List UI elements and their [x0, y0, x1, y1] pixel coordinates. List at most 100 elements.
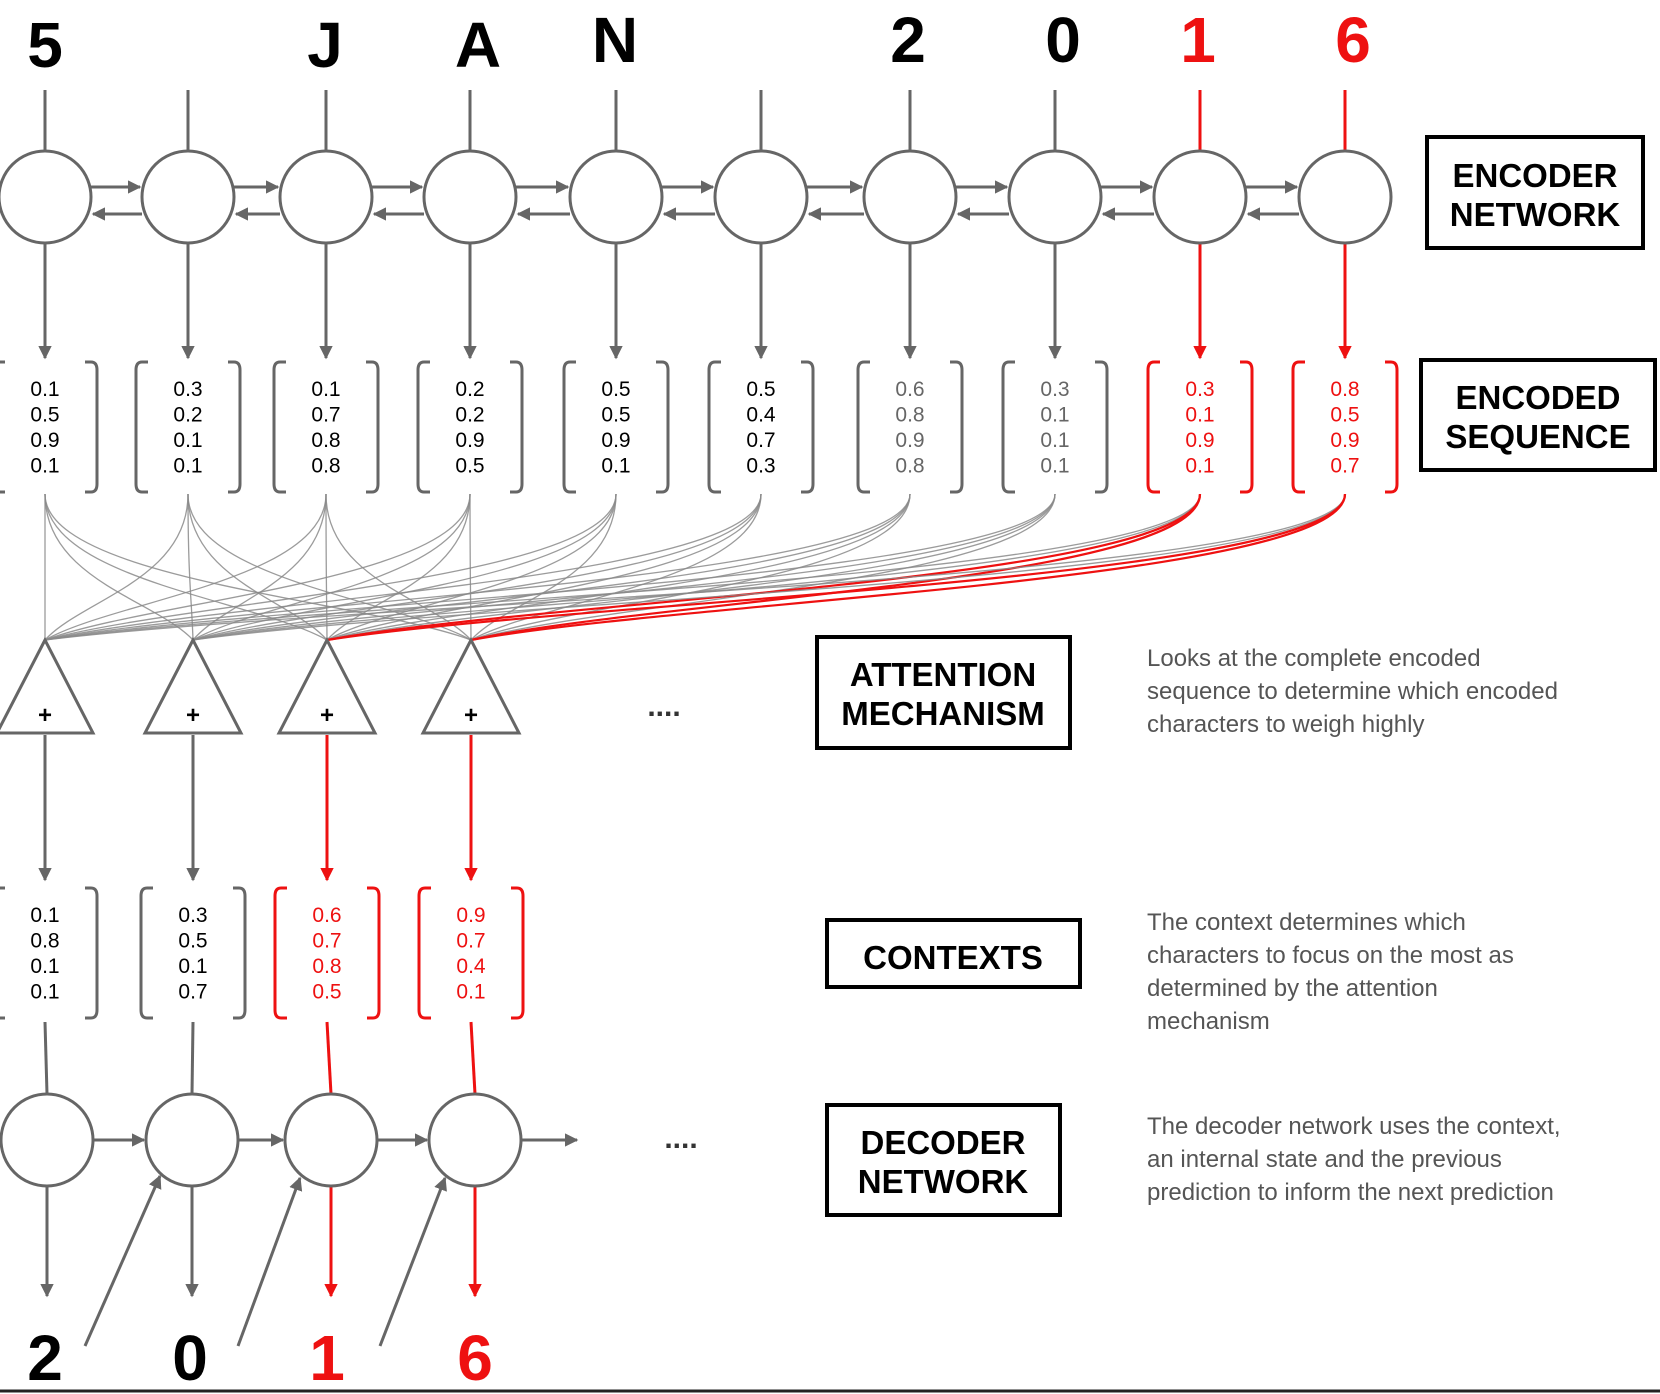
attention-connection	[326, 493, 471, 641]
vector-value: 0.5	[312, 981, 341, 1004]
vector-value: 0.7	[746, 429, 775, 452]
attention-node	[0, 636, 96, 735]
output-sequence: 2 0 1 6	[27, 1322, 493, 1394]
svg-text:NETWORK: NETWORK	[858, 1163, 1029, 1200]
encoded-vector: 0.30.10.10.1	[1001, 360, 1109, 494]
decoder-node	[427, 1092, 523, 1188]
attention-connection	[470, 493, 1347, 642]
bracket-right	[510, 360, 524, 494]
bracket-left	[272, 360, 286, 494]
attention-connection	[326, 493, 1347, 642]
vector-value: 0.2	[455, 378, 484, 401]
bracket-left	[707, 360, 721, 494]
bracket-right	[511, 886, 525, 1020]
svg-text:CONTEXTS: CONTEXTS	[863, 939, 1043, 976]
vector-value: 0.1	[173, 429, 202, 452]
bracket-left	[1291, 360, 1305, 494]
vector-value: 0.4	[456, 955, 486, 978]
svg-text:Looks at the complete encoded: Looks at the complete encoded	[1147, 645, 1481, 672]
svg-text:SEQUENCE: SEQUENCE	[1445, 418, 1630, 455]
bracket-left	[273, 886, 287, 1020]
bracket-left	[139, 886, 153, 1020]
vector-value: 0.5	[1330, 404, 1359, 427]
bracket-right	[801, 360, 815, 494]
vector-value: 0.3	[178, 904, 207, 927]
encoded-vector: 0.50.40.70.3	[707, 360, 815, 494]
encoded-vector: 0.20.20.90.5	[416, 360, 524, 494]
encoder-node	[568, 149, 664, 245]
encoded-vector: 0.80.50.90.7	[1291, 360, 1399, 494]
attention-connection	[44, 493, 617, 641]
svg-text:characters to weigh highly: characters to weigh highly	[1147, 711, 1424, 738]
vector-value: 0.7	[312, 930, 341, 953]
attention-connection	[44, 493, 1346, 641]
decoder-network-label: DECODER NETWORK	[825, 1103, 1062, 1217]
vector-value: 0.3	[1185, 378, 1214, 401]
attention-connection	[326, 493, 617, 641]
plus-sign: +	[186, 702, 200, 729]
attention-connection	[192, 493, 762, 641]
input-char: A	[455, 9, 501, 81]
encoder-node	[862, 149, 958, 245]
encoder-node	[1007, 149, 1103, 245]
svg-text:NETWORK: NETWORK	[1450, 196, 1621, 233]
contexts-description: The context determines which characters …	[1147, 909, 1514, 1035]
encoder-node	[713, 149, 809, 245]
bracket-left	[134, 360, 148, 494]
svg-text:The decoder network uses the c: The decoder network uses the context,	[1147, 1113, 1561, 1140]
svg-text:an internal state and the prev: an internal state and the previous	[1147, 1146, 1502, 1173]
input-char: 2	[890, 4, 926, 76]
output-char: 6	[457, 1322, 493, 1394]
encoded-vector: 0.10.50.90.1	[0, 360, 99, 494]
attention-connection	[44, 493, 189, 641]
bracket-left	[417, 886, 431, 1020]
attention-connection	[326, 493, 762, 641]
attention-connection	[192, 493, 911, 641]
vector-value: 0.1	[1040, 429, 1069, 452]
vector-value: 0.1	[30, 981, 59, 1004]
vector-value: 0.9	[1185, 429, 1214, 452]
bracket-right	[1385, 360, 1399, 494]
vector-value: 0.3	[173, 378, 202, 401]
attention-connection	[44, 493, 1201, 641]
vector-value: 0.2	[455, 404, 484, 427]
bracket-right	[656, 360, 670, 494]
attention-connection	[44, 493, 194, 641]
encoder-network-label: ENCODER NETWORK	[1425, 135, 1645, 250]
svg-text:sequence to determine which en: sequence to determine which encoded	[1147, 678, 1558, 705]
attention-connection	[44, 493, 471, 641]
vector-value: 0.8	[311, 455, 340, 478]
feedback-arrow	[378, 1176, 447, 1347]
vector-value: 0.1	[30, 904, 59, 927]
vector-value: 0.9	[895, 429, 924, 452]
vector-value: 0.7	[311, 404, 340, 427]
attention-connection	[325, 493, 472, 641]
plus-sign: +	[38, 702, 52, 729]
plus-sign: +	[320, 702, 334, 729]
context-to-decoder-line	[43, 1021, 49, 1095]
bracket-left	[856, 360, 870, 494]
attention-connection	[192, 493, 327, 641]
attention-plus-signs: + + + +	[38, 702, 478, 729]
bracket-right	[366, 360, 380, 494]
input-sequence: 5 J A N 2 0 1 6	[27, 4, 1371, 81]
bracket-left	[0, 886, 5, 1020]
vector-value: 0.5	[178, 930, 207, 953]
attention-connection	[326, 493, 1202, 642]
vector-value: 0.1	[178, 955, 207, 978]
context-to-decoder-line	[469, 1021, 477, 1095]
attention-connection	[192, 493, 617, 641]
feedback-arrow	[83, 1174, 162, 1347]
bracket-right	[85, 886, 99, 1020]
vector-value: 0.8	[1330, 378, 1359, 401]
vector-value: 0.7	[1330, 455, 1359, 478]
context-to-decoder-line	[190, 1021, 195, 1095]
attention-connection	[44, 493, 911, 641]
attention-connection	[44, 493, 762, 641]
plus-sign: +	[464, 702, 478, 729]
input-char: 5	[27, 9, 63, 81]
encoded-vector: 0.60.80.90.8	[856, 360, 964, 494]
vector-value: 0.4	[746, 404, 776, 427]
context-vector: 0.10.80.10.1	[0, 886, 99, 1020]
bracket-right	[950, 360, 964, 494]
